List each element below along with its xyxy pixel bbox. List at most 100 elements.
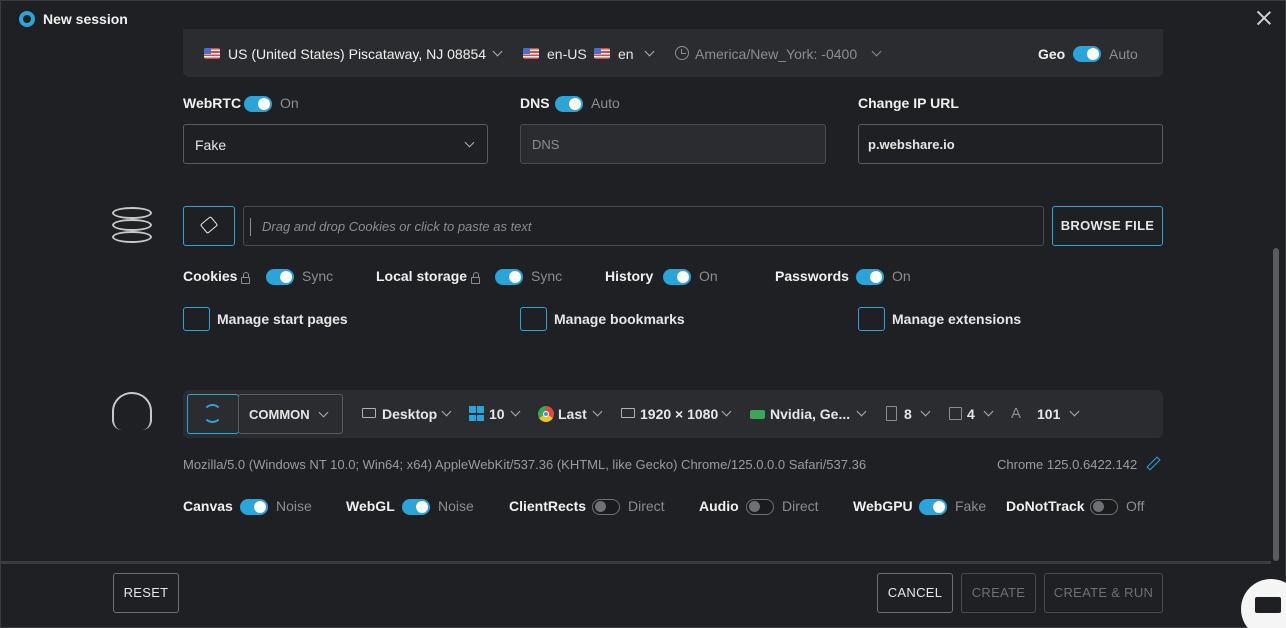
chrome-version: Chrome 125.0.6422.142 (997, 457, 1138, 472)
eraser-icon (199, 215, 219, 235)
donottrack-state: Off (1126, 498, 1145, 514)
geo-toggle[interactable] (1073, 46, 1101, 62)
webgl-state: Noise (438, 498, 474, 514)
dns-input[interactable]: DNS (520, 124, 826, 164)
webrtc-label: WebRTC (183, 95, 242, 111)
cookies-label: Cookies (183, 268, 238, 284)
puzzle-icon[interactable] (858, 307, 885, 331)
clientrects-label: ClientRects (509, 498, 587, 514)
bookmark-icon[interactable] (520, 307, 547, 331)
scrollbar-thumb[interactable] (1273, 248, 1279, 561)
webgpu-state: Fake (955, 498, 987, 514)
chevron-down-icon (318, 407, 329, 418)
passwords-state: On (892, 268, 911, 284)
browse-file-button[interactable]: BROWSE FILE (1052, 206, 1163, 246)
us-flag-icon (204, 48, 220, 59)
webgpu-label: WebGPU (853, 498, 913, 514)
canvas-toggle[interactable] (240, 499, 268, 515)
memory-select[interactable]: 8 (904, 406, 912, 422)
screen-icon (621, 408, 635, 418)
cpu-select[interactable]: 4 (967, 406, 975, 422)
memory-icon (886, 406, 897, 421)
donottrack-label: DoNotTrack (1006, 498, 1085, 514)
location-select[interactable]: US (United States) Piscataway, NJ 08854 (228, 46, 487, 62)
local-storage-toggle[interactable] (495, 269, 523, 285)
manage-start-pages-link[interactable]: Manage start pages (217, 311, 348, 327)
manage-extensions-link[interactable]: Manage extensions (892, 311, 1022, 327)
lock-icon (471, 272, 480, 284)
webrtc-mode-select[interactable]: Fake (183, 124, 488, 164)
os-version-select[interactable]: 10 (489, 406, 505, 422)
manage-bookmarks-link[interactable]: Manage bookmarks (554, 311, 685, 327)
footer-divider (1, 561, 1271, 564)
audio-state: Direct (782, 498, 819, 514)
clear-cookies-button[interactable] (183, 206, 235, 246)
geo-label: Geo (1038, 46, 1066, 62)
resolution-select[interactable]: 1920 × 1080 (640, 406, 719, 422)
local-storage-label: Local storage (376, 268, 468, 284)
webgpu-toggle[interactable] (919, 499, 947, 515)
refresh-icon (203, 404, 222, 423)
fingerprint-lock-icon (112, 392, 152, 430)
create-button[interactable]: CREATE (961, 573, 1036, 613)
home-icon[interactable] (183, 307, 210, 331)
webrtc-state: On (280, 95, 299, 111)
canvas-label: Canvas (183, 498, 233, 514)
history-toggle[interactable] (663, 269, 691, 285)
gpu-select[interactable]: Nvidia, Ge... (770, 406, 851, 422)
language-select[interactable]: en (618, 46, 634, 62)
history-label: History (605, 268, 654, 284)
dns-toggle[interactable] (555, 96, 583, 112)
timezone-select[interactable]: America/New_York: -0400 (695, 46, 858, 62)
webrtc-toggle[interactable] (244, 96, 272, 112)
chevron-down-icon (464, 137, 475, 148)
donottrack-toggle[interactable] (1090, 499, 1118, 515)
reset-button[interactable]: RESET (113, 573, 179, 613)
dns-label: DNS (520, 95, 550, 111)
preset-value: COMMON (249, 407, 310, 422)
preset-select[interactable]: COMMON (238, 394, 343, 434)
webgl-toggle[interactable] (402, 499, 430, 515)
local-storage-state: Sync (531, 268, 563, 284)
geo-value: Auto (1109, 46, 1138, 62)
refresh-fingerprint-button[interactable] (187, 394, 239, 434)
clientrects-toggle[interactable] (592, 499, 620, 515)
cancel-button[interactable]: CANCEL (877, 573, 953, 613)
us-flag-icon (594, 48, 610, 59)
create-and-run-button[interactable]: CREATE & RUN (1044, 573, 1163, 613)
change-ip-url-value: p.webshare.io (868, 137, 955, 152)
canvas-state: Noise (276, 498, 312, 514)
webgl-label: WebGL (346, 498, 395, 514)
passwords-label: Passwords (775, 268, 849, 284)
pencil-icon[interactable] (1146, 456, 1161, 471)
webrtc-mode-value: Fake (195, 137, 227, 153)
passwords-toggle[interactable] (856, 269, 884, 285)
audio-toggle[interactable] (746, 499, 774, 515)
fonts-select[interactable]: 101 (1037, 406, 1061, 422)
language-code[interactable]: en-US (547, 46, 587, 62)
change-ip-url-input[interactable]: p.webshare.io (858, 124, 1163, 164)
device-select[interactable]: Desktop (382, 406, 438, 422)
browser-select[interactable]: Last (558, 406, 587, 422)
cpu-icon (949, 407, 962, 420)
cookies-drop-zone[interactable]: Drag and drop Cookies or click to paste … (243, 206, 1044, 246)
fingerprint-bar (183, 390, 1163, 438)
cookies-state: Sync (302, 268, 334, 284)
cookies-sync-toggle[interactable] (266, 269, 294, 285)
audio-label: Audio (699, 498, 739, 514)
title-bar: New session (1, 1, 1286, 37)
change-ip-label: Change IP URL (858, 95, 959, 111)
lock-icon (241, 272, 250, 284)
close-icon[interactable] (1255, 9, 1273, 27)
dialog-title: New session (43, 11, 128, 27)
chrome-icon-center (543, 411, 549, 417)
clock-icon (675, 46, 689, 60)
database-icon (112, 207, 152, 245)
monitor-icon (362, 408, 376, 418)
clientrects-state: Direct (628, 498, 665, 514)
nvidia-icon (750, 410, 765, 419)
cookies-drop-placeholder: Drag and drop Cookies or click to paste … (262, 219, 532, 234)
history-state: On (699, 268, 718, 284)
app-logo-icon (19, 11, 35, 27)
chat-bubble-icon[interactable] (1241, 579, 1286, 628)
